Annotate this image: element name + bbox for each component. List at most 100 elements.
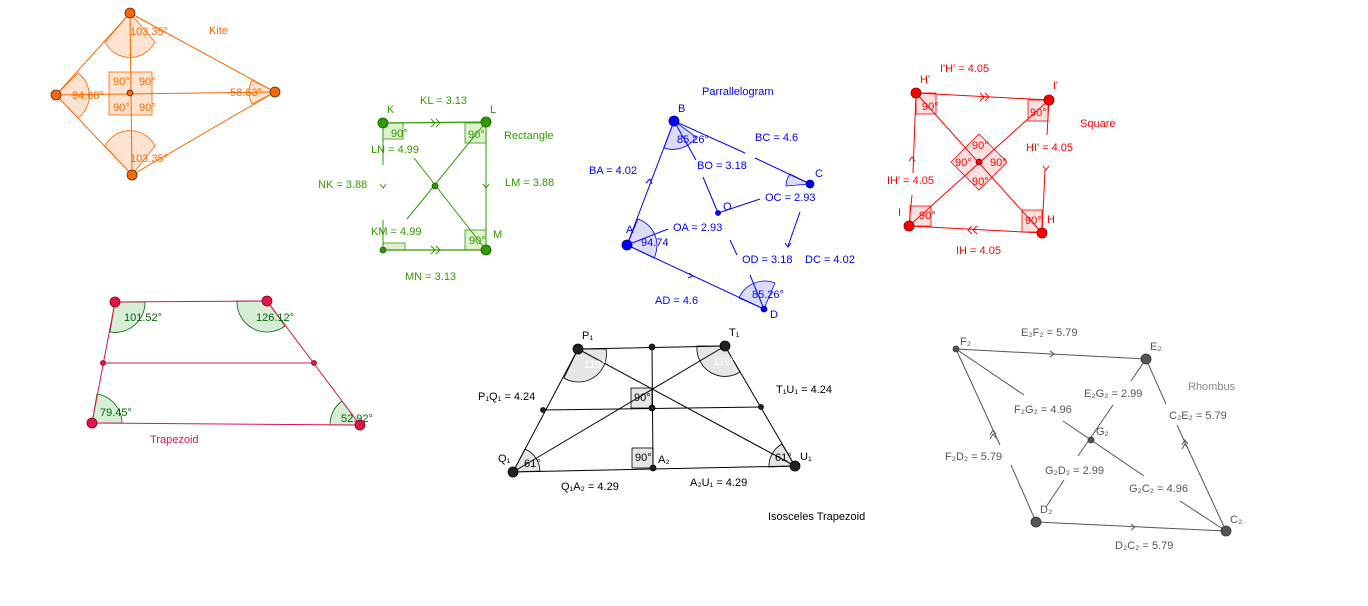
rectangle-vertex-k[interactable] (377, 117, 389, 129)
kite-angle-top-label: 103.35° (130, 26, 168, 38)
rhombus-figure (952, 345, 1232, 537)
parallelogram-vertex-c[interactable] (805, 179, 815, 189)
kite-vertex-bottom[interactable] (126, 169, 138, 181)
kite-right-angle-label: 90° (113, 102, 130, 114)
trapezoid-vertex-bl[interactable] (86, 417, 98, 429)
parallelogram-angle-b (663, 120, 697, 150)
kite-angle-right-label: 58.63° (230, 87, 262, 99)
rectangle-vertex-n[interactable] (379, 246, 387, 254)
isosceles-trapezoid-title: Isosceles Trapezoid (768, 511, 865, 523)
d2c2-length-label: D₂C₂ = 5.79 (1115, 540, 1173, 552)
parallelogram-parallel-marks (645, 178, 792, 279)
square-right-angle-label: 90° (919, 210, 936, 222)
point-d-label: D (770, 309, 778, 321)
rhombus-vertex-e2[interactable] (1140, 353, 1152, 365)
kite-vertex-right[interactable] (269, 86, 281, 98)
square-side-hi-prime (1046, 99, 1050, 136)
kite-center-point[interactable] (126, 89, 134, 97)
trapezoid-midpoint-right[interactable] (311, 360, 317, 366)
kite-figure (50, 7, 281, 181)
kite-vertex-top[interactable] (124, 7, 136, 19)
rhombus-side-f2d2 (1010, 464, 1037, 523)
angle-p1-mark (563, 348, 607, 383)
parallelogram-figure (621, 115, 815, 313)
parallelogram-side-bc (754, 157, 811, 185)
square-right-angle-label: 90° (972, 140, 989, 152)
point-u1-label: U₁ (800, 451, 812, 463)
rectangle-vertex-l[interactable] (480, 116, 492, 128)
midpoint-center[interactable] (648, 404, 656, 412)
point-a-label: A (626, 224, 634, 236)
square-vertex-i-prime[interactable] (1043, 94, 1055, 106)
midpoint-right[interactable] (758, 404, 764, 410)
p1q1-length-label: P₁Q₁ = 4.24 (478, 391, 535, 403)
c2e2-length-label: C₂E₂ = 5.79 (1169, 410, 1227, 422)
square-vertex-i[interactable] (903, 220, 915, 232)
rectangle-vertex-m[interactable] (480, 244, 492, 256)
vertex-p1[interactable] (572, 343, 584, 355)
rhombus-vertex-f2[interactable] (952, 345, 960, 353)
angle-b-label: 85.26° (677, 134, 709, 146)
trapezoid-vertex-tl[interactable] (109, 296, 121, 308)
trapezoid-midpoint-left[interactable] (100, 360, 106, 366)
kite-diagonal-horizontal (55, 91, 276, 96)
vertex-t1[interactable] (719, 340, 731, 352)
point-h-label: H (1047, 214, 1055, 226)
kite-angle-bottom-label: 103.35° (130, 153, 168, 165)
square-right-angle-label: 90° (1030, 107, 1047, 119)
parallelogram-vertex-a[interactable] (621, 239, 633, 251)
parallelogram-angle-d (738, 280, 776, 310)
vertex-u1[interactable] (789, 460, 801, 472)
point-t1-label: T₁ (729, 327, 740, 339)
square-right-angle-label: 90° (922, 101, 939, 113)
od-length-label: OD = 3.18 (742, 254, 792, 266)
trapezoid-angle-bl-label: 79.45° (100, 407, 132, 419)
rhombus-segment-g2c2 (1179, 500, 1227, 532)
parallelogram-side-dc (787, 211, 801, 247)
ad-length-label: AD = 4.6 (655, 295, 698, 307)
f2d2-length-label: F₂D₂ = 5.79 (945, 451, 1002, 463)
g2d2-length-label: G₂D₂ = 2.99 (1045, 465, 1104, 477)
parallelogram-segment-oc (717, 198, 761, 214)
e2f2-length-label: E₂F₂ = 5.79 (1021, 327, 1078, 339)
rhombus-side-c2e2 (1176, 424, 1227, 532)
point-l-label: L (490, 104, 496, 116)
point-a2[interactable] (649, 464, 657, 472)
point-k-label: K (387, 104, 395, 116)
rectangle-title: Rectangle (504, 130, 554, 142)
rhombus-vertex-c2[interactable] (1220, 525, 1232, 537)
parallelogram-side-ba (626, 120, 675, 246)
square-right-angle-label: 90° (955, 157, 972, 169)
i-prime-h-prime-length-label: I'H' = 4.05 (940, 63, 989, 75)
kite-vertex-left[interactable] (50, 89, 62, 101)
square-vertex-h[interactable] (1036, 227, 1048, 239)
parallelogram-center-o[interactable] (715, 210, 721, 216)
hi-prime-length-label: HI' = 4.05 (1026, 142, 1073, 154)
square-side-i-prime-h-prime (915, 92, 1050, 101)
isosceles-trapezoid-figure (507, 340, 801, 478)
kite-title: Kite (209, 25, 228, 37)
angle-d-label: 85.26° (752, 289, 784, 301)
midpoint-top[interactable] (648, 343, 656, 351)
square-center-point[interactable] (975, 158, 983, 166)
parallelogram-vertex-b[interactable] (668, 115, 680, 127)
rhombus-title: Rhombus (1188, 381, 1236, 393)
parallelogram-vertex-d[interactable] (760, 305, 768, 313)
trapezoid-vertex-br[interactable] (354, 419, 366, 431)
square-vertex-h-prime[interactable] (910, 87, 922, 99)
rhombus-segment-g2d2 (1045, 479, 1065, 508)
parallelogram-segment-od (749, 274, 765, 310)
rectangle-center-point[interactable] (431, 182, 439, 190)
rectangle-right-angle-label: 90° (469, 235, 486, 247)
rhombus-center-g2[interactable] (1087, 436, 1095, 444)
oa-length-label: OA = 2.93 (673, 222, 722, 234)
parallelogram-title: Parrallelogram (702, 86, 774, 98)
kite-right-angle-label: 90° (139, 76, 156, 88)
vertex-q1[interactable] (507, 466, 519, 478)
rhombus-segment-g2d2 (1077, 404, 1114, 457)
rhombus-vertex-d2[interactable] (1030, 516, 1042, 528)
trapezoid-vertex-tr[interactable] (261, 295, 273, 307)
parallelogram-side-ad (626, 244, 765, 310)
midpoint-left[interactable] (540, 407, 546, 413)
